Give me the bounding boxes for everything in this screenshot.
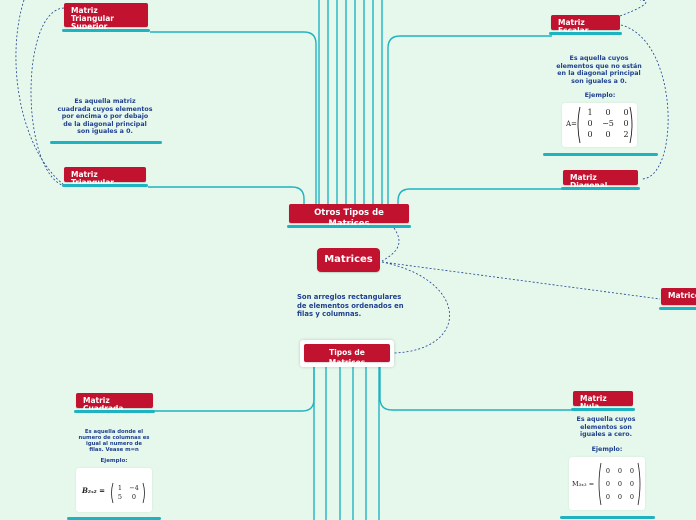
matriz-nula-brackets	[598, 462, 641, 506]
matrices-right-edge-node[interactable]: Matrices	[659, 288, 696, 310]
matriz-escalar-example-label: Ejemplo:	[584, 92, 616, 99]
matrix-cell: 0	[629, 480, 635, 488]
matriz-triangular-superior-underline	[62, 29, 150, 32]
matriz-escalar-underline	[549, 32, 622, 35]
matrix-cell: 1	[587, 108, 593, 117]
matrix-cell: 0	[623, 119, 629, 128]
matriz-triangular-description: Es aquella matriz cuadrada cuyos element…	[57, 98, 153, 135]
matriz-nula-description: Es aquella cuyos elementos son iguales a…	[576, 416, 636, 438]
matriz-triangular-underline	[62, 184, 148, 187]
matrix-cell: 0	[131, 493, 137, 501]
matrix-cell: 0	[605, 493, 611, 501]
matriz-escalar-brackets	[577, 106, 633, 144]
matriz-escalar-example-matrix: A= 1 0 0 0 −5 0 0 0 2	[562, 103, 637, 147]
matriz-escalar-matrix-prefix: A=	[566, 120, 577, 128]
matrix-cell: 0	[605, 108, 611, 117]
matrix-cell: −5	[602, 119, 614, 128]
matriz-triangular-node[interactable]: Matriz Triangular	[62, 167, 148, 187]
matrix-cell: 0	[605, 130, 611, 139]
matriz-triangular-desc-underline	[50, 141, 162, 144]
matriz-nula-example-matrix: M₃ₓ₃ = 0 0 0 0 0 0 0 0 0	[569, 457, 645, 510]
matriz-cuadrada-example-label: Ejemplo:	[100, 458, 128, 464]
matriz-escalar-label: Matriz Escalar	[558, 18, 589, 35]
matrix-cell: 0	[617, 493, 623, 501]
matriz-nula-matrix-prefix: M₃ₓ₃ =	[572, 480, 595, 488]
matriz-cuadrada-underline	[74, 410, 155, 413]
matriz-triangular-superior-label: Matriz Triangular Superior	[71, 6, 115, 31]
matriz-cuadrada-matrix-prefix: B₂ₓ₂ =	[82, 486, 105, 495]
matrix-cell: 0	[629, 493, 635, 501]
matriz-escalar-desc-underline	[543, 153, 658, 156]
matrices-right-edge-label: Matrices	[668, 291, 696, 300]
matrix-cell: 0	[605, 467, 611, 475]
matriz-nula-example-label: Ejemplo:	[591, 446, 623, 453]
matriz-nula-cells: 0 0 0 0 0 0 0 0 0	[602, 467, 638, 506]
matriz-cuadrada-brackets	[111, 482, 145, 504]
matrix-cell: 0	[605, 480, 611, 488]
matriz-cuadrada-example-matrix: B₂ₓ₂ = 1 −4 5 0	[76, 468, 152, 512]
matrix-cell: 0	[587, 119, 593, 128]
matriz-cuadrada-label: Matriz Cuadrada	[83, 396, 124, 413]
otros-tipos-node[interactable]: Otros Tipos de Matrices	[287, 204, 411, 229]
matrix-cell: 0	[617, 480, 623, 488]
matrix-cell: 0	[629, 467, 635, 475]
matrix-cell: 0	[623, 108, 629, 117]
matriz-nula-label: Matriz Nula	[580, 394, 607, 411]
matriz-diagonal-label: Matriz Diagonal	[570, 173, 608, 190]
matrix-cell: 5	[117, 493, 123, 501]
matriz-cuadrada-node[interactable]: Matriz Cuadrada	[74, 393, 155, 413]
matriz-escalar-description: Es aquella cuyos elementos que no están …	[556, 55, 642, 85]
matrix-cell: 2	[623, 130, 629, 139]
matriz-diagonal-underline	[561, 187, 640, 190]
matrix-cell: 0	[587, 130, 593, 139]
matrices-right-edge-underline	[659, 307, 696, 310]
tipos-de-matrices-label: Tipos de Matrices	[328, 348, 366, 367]
matriz-triangular-superior-node[interactable]: Matriz Triangular Superior	[62, 3, 150, 32]
central-label: Matrices	[324, 254, 373, 265]
otros-tipos-underline	[287, 225, 411, 228]
matriz-cuadrada-desc-underline	[67, 517, 161, 520]
matriz-nula-node[interactable]: Matriz Nula	[571, 391, 635, 411]
matrix-cell: 1	[117, 484, 123, 492]
matriz-nula-desc-underline	[560, 516, 655, 519]
matriz-cuadrada-cells: 1 −4 5 0	[114, 484, 142, 502]
matrices-intro-description: Son arreglos rectangulares de elementos …	[297, 293, 404, 318]
matriz-triangular-label: Matriz Triangular	[71, 170, 115, 187]
matrix-cell: −4	[129, 484, 139, 492]
otros-tipos-label: Otros Tipos de Matrices	[314, 208, 384, 229]
tipos-de-matrices-node[interactable]: Tipos de Matrices	[304, 344, 390, 367]
tipos-de-matrices-node-frame[interactable]: Tipos de Matrices	[300, 340, 394, 367]
central-node-matrices[interactable]: Matrices	[317, 248, 380, 272]
matriz-escalar-node[interactable]: Matriz Escalar	[549, 15, 622, 35]
matriz-diagonal-node[interactable]: Matriz Diagonal	[561, 170, 640, 190]
matriz-escalar-cells: 1 0 0 0 −5 0 0 0 2	[581, 108, 635, 141]
matriz-nula-underline	[571, 408, 635, 411]
matriz-cuadrada-description: Es aquella donde el numero de columnas e…	[78, 429, 150, 453]
matrix-cell: 0	[617, 467, 623, 475]
